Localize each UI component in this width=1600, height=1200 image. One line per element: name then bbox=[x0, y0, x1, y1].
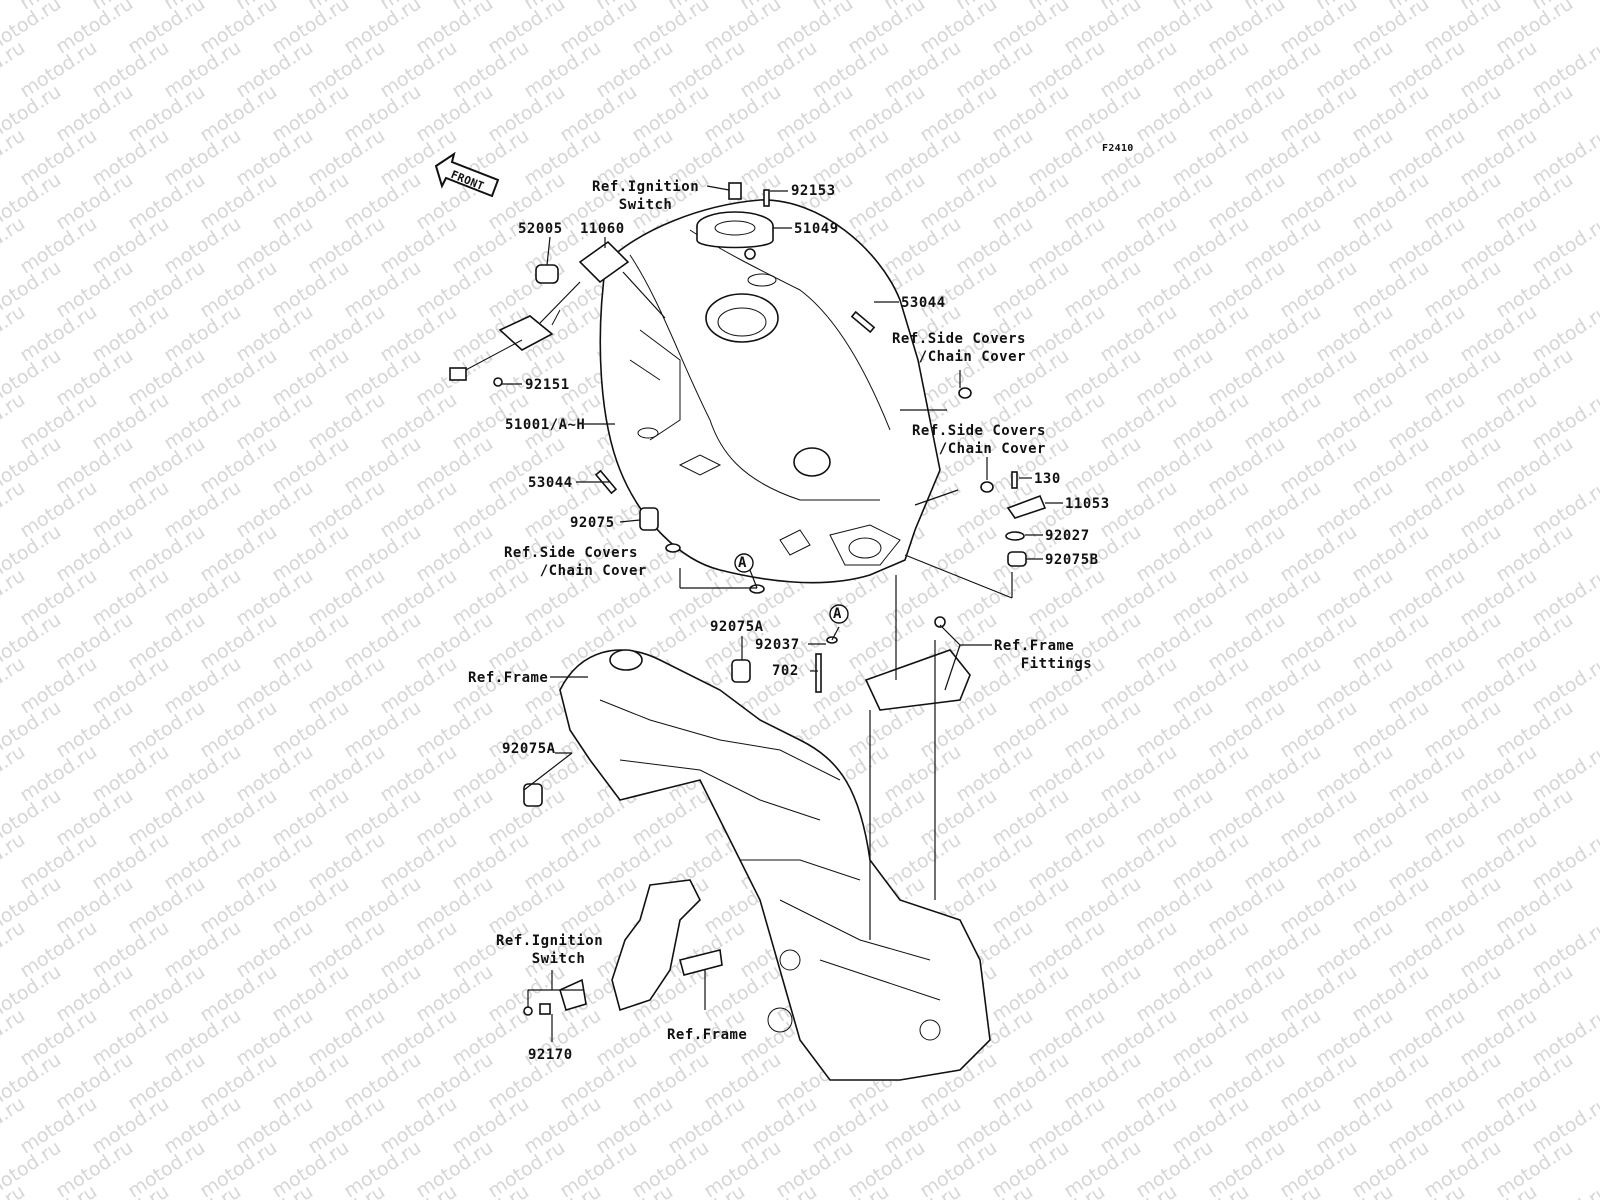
callout-a-label: A bbox=[833, 606, 842, 622]
part-number-11053: 11053 bbox=[1065, 496, 1110, 512]
fuel-pump-assembly bbox=[449, 240, 630, 387]
part-number-92151: 92151 bbox=[525, 377, 570, 393]
part-number-53044: 53044 bbox=[528, 475, 573, 491]
fuel-cap-assembly bbox=[696, 182, 774, 260]
front-arrow-icon bbox=[434, 151, 500, 198]
motorcycle-frame bbox=[523, 649, 991, 1081]
part-number-92153: 92153 bbox=[791, 183, 836, 199]
ref-side-covers-label: Ref.Side Covers /Chain Cover bbox=[912, 423, 1046, 457]
part-number-92170: 92170 bbox=[528, 1047, 573, 1063]
part-number-702: 702 bbox=[772, 663, 799, 679]
ref-frame-fittings-label: Ref.Frame Fittings bbox=[994, 638, 1093, 672]
ref-ignition-switch-label: Ref.Ignition Switch bbox=[592, 179, 700, 213]
part-number-92075a: 92075A bbox=[710, 619, 764, 635]
part-number-11060: 11060 bbox=[580, 221, 625, 237]
part-number-92075: 92075 bbox=[570, 515, 615, 531]
part-number-92027: 92027 bbox=[1045, 528, 1090, 544]
callout-a-label: A bbox=[738, 555, 747, 571]
part-number-53044: 53044 bbox=[901, 295, 946, 311]
part-number-92037: 92037 bbox=[755, 637, 800, 653]
part-number-52005: 52005 bbox=[518, 221, 563, 237]
leader-lines bbox=[502, 185, 1063, 1042]
figure-code: F2410 bbox=[1102, 143, 1134, 154]
frame-fittings-bracket bbox=[864, 616, 971, 711]
part-number-130: 130 bbox=[1034, 471, 1061, 487]
fuel-tank bbox=[599, 199, 941, 584]
part-number-92075a: 92075A bbox=[502, 741, 556, 757]
ref-frame-label: Ref.Frame bbox=[468, 670, 549, 686]
part-number-51001: 51001/A~H bbox=[505, 417, 586, 433]
callout-a-markers bbox=[734, 553, 849, 624]
part-number-92075b: 92075B bbox=[1045, 552, 1099, 568]
part-number-51049: 51049 bbox=[794, 221, 839, 237]
ref-ignition-switch-label: Ref.Ignition Switch bbox=[496, 933, 604, 967]
ref-side-covers-label: Ref.Side Covers /Chain Cover bbox=[892, 331, 1026, 365]
ref-frame-label: Ref.Frame bbox=[667, 1027, 748, 1043]
ref-side-covers-label: Ref.Side Covers /Chain Cover bbox=[504, 545, 647, 579]
